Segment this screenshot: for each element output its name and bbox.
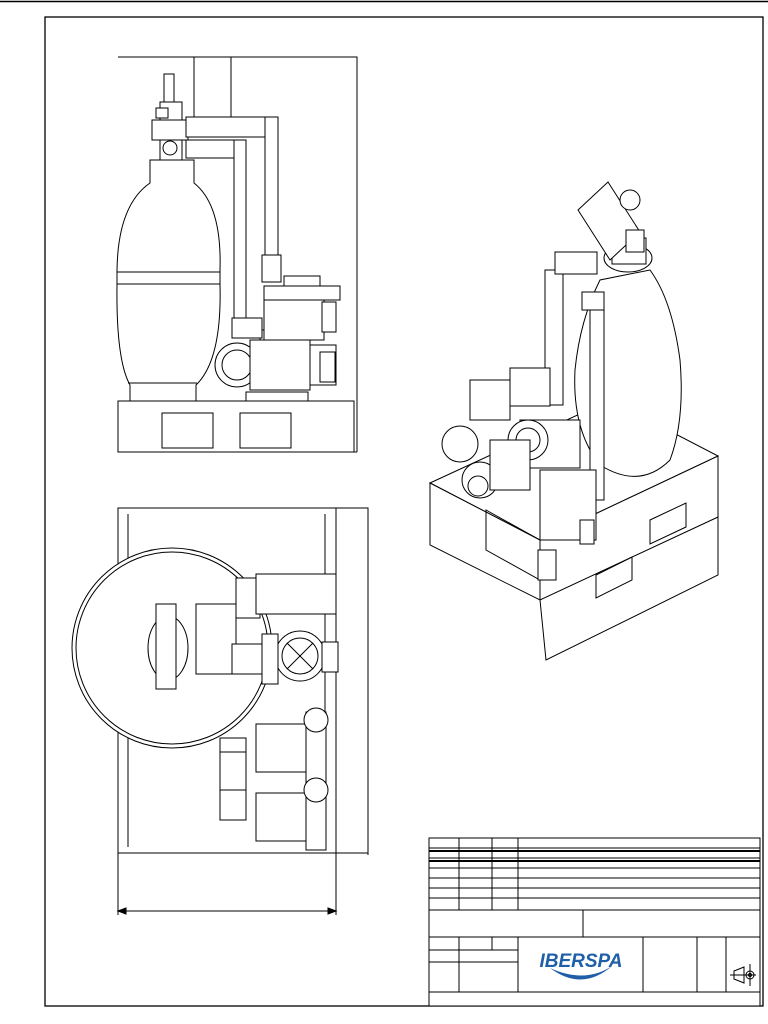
company-logo-text: IBERSPA [539,951,622,972]
title-block [428,837,761,1007]
projection-symbol-icon [730,964,756,986]
top-view [71,507,369,915]
company-logo: IBERSPA [539,951,623,980]
drawing-border [44,16,764,1007]
isometric-view [428,181,720,661]
front-view [116,56,358,453]
